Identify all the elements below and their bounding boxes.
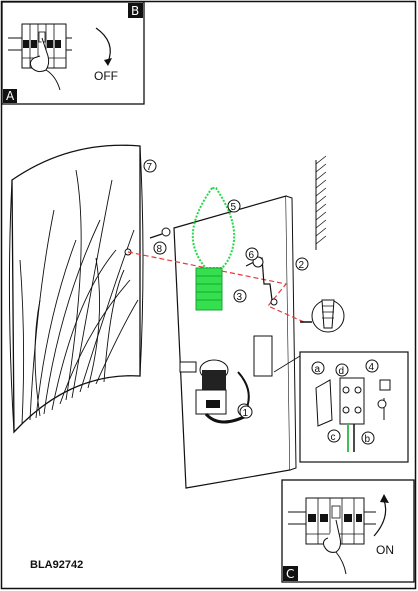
terminal-d: d: [335, 363, 349, 377]
wall-plug-icon: [300, 299, 345, 333]
off-arrow: [95, 27, 111, 63]
hand-icon: [29, 37, 61, 91]
bulb: [191, 187, 236, 311]
svg-text:3: 3: [237, 292, 243, 303]
step-1: 1: [239, 405, 253, 419]
step-8: 8: [153, 241, 167, 255]
svg-text:1: 1: [243, 408, 249, 419]
on-label: ON: [376, 543, 394, 557]
svg-text:d: d: [339, 366, 345, 377]
terminal-b: b: [361, 431, 375, 445]
panel-c-tag: [283, 566, 298, 581]
on-arrow: [373, 499, 387, 537]
svg-text:2: 2: [299, 260, 305, 271]
model-number: BLA92742: [30, 559, 83, 571]
lamp-holder: [179, 335, 273, 424]
svg-text:8: 8: [157, 244, 163, 255]
svg-text:5: 5: [231, 202, 237, 213]
step-5: 5: [227, 199, 241, 213]
svg-text:4: 4: [369, 362, 375, 373]
terminal-a: a: [311, 361, 325, 375]
wiring-detail: 4 a d c b: [273, 351, 409, 463]
panel-a-tag: [3, 89, 17, 103]
panel-c-label: C: [286, 567, 294, 581]
back-plate: [173, 195, 291, 489]
svg-text:a: a: [315, 364, 321, 375]
hand-icon: [323, 519, 347, 575]
wall-hatch-icon: [315, 155, 327, 250]
wall-bracket: [245, 256, 278, 306]
step-4: 4: [365, 359, 379, 373]
svg-text:c: c: [331, 432, 336, 443]
panel-b-switch-off: B OFF A: [1, 1, 145, 105]
panel-c-switch-on: C ON: [281, 479, 415, 583]
step-2: 2: [295, 257, 309, 271]
step-6: 6: [245, 247, 259, 261]
step-7: 7: [143, 159, 157, 173]
screw-icon: [149, 227, 171, 239]
svg-text:b: b: [365, 434, 371, 445]
off-label: OFF: [94, 69, 118, 83]
terminal-c: c: [327, 429, 341, 443]
svg-text:6: 6: [249, 250, 255, 261]
lamp-shade: [8, 144, 144, 434]
panel-a-label: A: [6, 89, 15, 103]
step-3: 3: [233, 289, 247, 303]
earth-icon: [377, 379, 391, 420]
panel-b-tag: [128, 3, 143, 18]
panel-b-label: B: [131, 4, 139, 18]
svg-text:7: 7: [147, 162, 153, 173]
